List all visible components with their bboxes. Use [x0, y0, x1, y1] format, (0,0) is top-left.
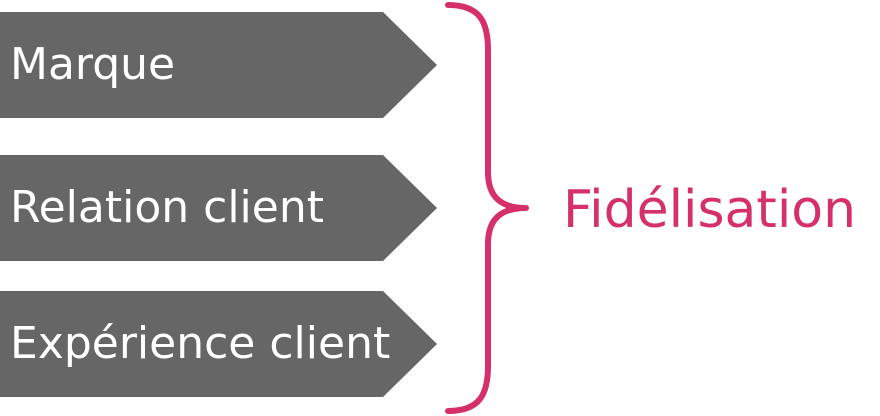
chevron-label: Relation client: [10, 182, 324, 233]
curly-brace-icon: [445, 2, 529, 414]
outcome-label: Fidélisation: [563, 180, 857, 240]
chevron-experience-client: Expérience client: [0, 291, 437, 397]
chevron-label: Marque: [10, 39, 176, 90]
chevron-label: Expérience client: [10, 318, 391, 369]
chevron-marque: Marque: [0, 12, 437, 118]
chevron-relation-client: Relation client: [0, 155, 437, 261]
brace-path: [445, 2, 529, 414]
